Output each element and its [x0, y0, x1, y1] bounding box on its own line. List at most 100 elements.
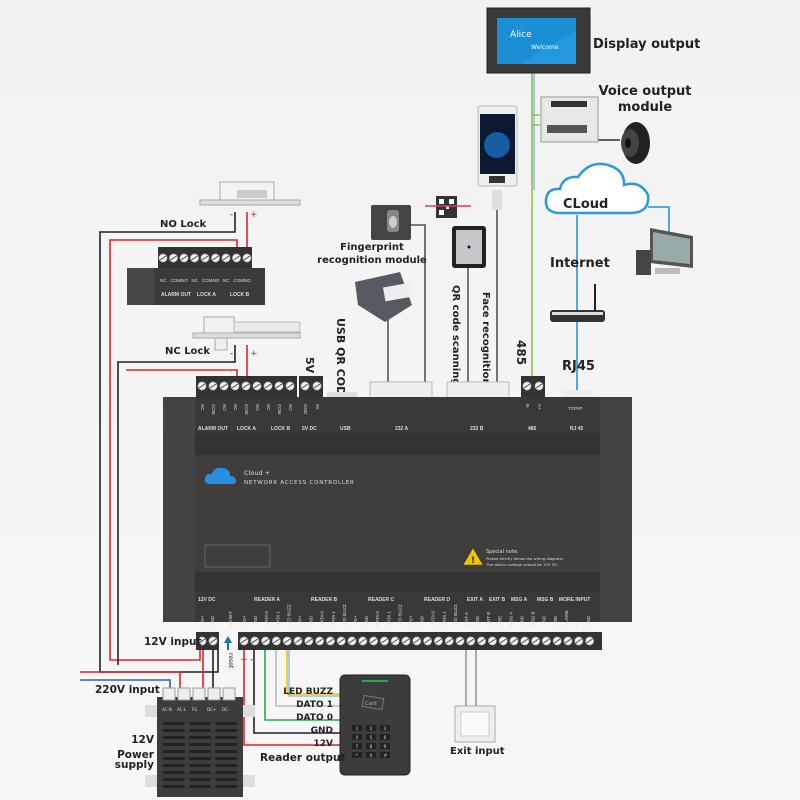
bottom-group-label: READER D [424, 597, 451, 603]
voice-label-2: module [618, 100, 672, 115]
supply-label-3: supply [115, 759, 154, 771]
no-lock-plus: + [250, 210, 258, 220]
top-pin-label: COM [211, 404, 216, 415]
rs485-wire [531, 72, 540, 378]
screw-slot-icon [535, 383, 543, 389]
bottom-pin-label: 12V+ [200, 615, 205, 626]
relay-pin-label: COM [234, 278, 245, 283]
keypad-key-label: 5 [370, 735, 373, 741]
psu-terminal[interactable] [207, 687, 221, 701]
top-pin-label: A+ [537, 404, 542, 410]
psu-terminal-label: FG [192, 707, 197, 712]
screw-slot-icon [275, 383, 283, 389]
relay-pin-label: NC [223, 278, 230, 283]
psu-terminal[interactable] [192, 687, 206, 701]
screw-slot-icon [264, 383, 272, 389]
bottom-pin-label: RESET [228, 611, 233, 626]
top-pin-label: GND [303, 404, 308, 415]
screw-slot-icon [180, 255, 188, 261]
screw-slot-icon [222, 255, 230, 261]
keypad-key [352, 734, 362, 740]
screw-slot-icon [510, 638, 518, 644]
psu-vent [215, 729, 237, 732]
screw-slot-icon [170, 255, 177, 261]
computer-monitor-icon [636, 228, 693, 275]
screw-slot-icon [359, 638, 367, 644]
reader-plus: + [240, 655, 248, 665]
screw-slot-icon [424, 638, 431, 644]
bottom-pin-label: GND [253, 615, 258, 626]
screw-slot-icon [348, 638, 356, 644]
bottom-pin-label: LED BUZZ [453, 604, 458, 626]
top-pin-label: COM [244, 404, 249, 415]
reader-led-wire-yellow [286, 650, 340, 695]
screw-slot-icon [209, 638, 217, 644]
top-group-label: 5V DC [302, 426, 317, 432]
bottom-pin-label: GND [309, 615, 314, 626]
screw-slot-icon [212, 255, 219, 261]
screw-slot-icon [337, 638, 345, 644]
db9-232b-connector[interactable] [446, 381, 510, 399]
keypad-key-label: 7 [356, 744, 359, 750]
bottom-pin-label: ALARM [564, 610, 569, 626]
note-title: Special note: [486, 549, 519, 555]
top-pin-label: B- [525, 404, 530, 409]
bottom-group-label: EXIT B [489, 597, 506, 603]
supply-label-1: 12V [131, 734, 155, 746]
keypad-key-label: 6 [384, 735, 387, 741]
bottom-group-label: MORE INPUT [559, 597, 590, 603]
bottom-pin-label: DATA 0 [320, 611, 325, 626]
supply-label-2: Power [117, 749, 155, 761]
screw-slot-icon [586, 638, 593, 644]
bottom-group-label: 12V DC [198, 597, 216, 603]
bottom-pin-label: 12V+ [353, 615, 358, 626]
bottom-pin-label: GND [364, 615, 369, 626]
screw-slot-icon [301, 383, 309, 389]
fingerprint-wire [410, 224, 426, 383]
screw-slot-icon [233, 255, 240, 261]
fingerprint-label-1: Fingerprint [340, 242, 404, 253]
psu-vent [189, 750, 211, 753]
bottom-pin-label: LED BUZZ [342, 604, 347, 626]
usb-port[interactable] [327, 392, 357, 398]
psu-terminal[interactable] [162, 687, 176, 701]
psu-vent [163, 736, 185, 739]
screw-slot-icon [413, 638, 421, 644]
bottom-pin-label: DATA 0 [375, 611, 380, 626]
top-group-label: 232 B [470, 426, 484, 432]
psu-vent [189, 743, 211, 746]
rj45-port[interactable] [563, 390, 593, 398]
psu-terminal[interactable] [177, 687, 191, 701]
reset-label: reset [227, 653, 234, 669]
top-group-label: LOCK A [237, 426, 256, 432]
screw-slot-icon [564, 638, 572, 644]
psu-vent [215, 757, 237, 760]
psu-vent [189, 722, 211, 725]
nc-lock-label: NC Lock [165, 346, 210, 357]
qr-scanner-device [452, 226, 486, 268]
top-pin-label: NO [255, 404, 260, 411]
fingerprint-module [371, 205, 411, 240]
psu-vent [215, 764, 237, 767]
bottom-pin-label: GND [475, 615, 480, 626]
top-group-label: LOCK B [271, 426, 291, 432]
screw-slot-icon [327, 638, 334, 644]
keypad-key-label: 4 [356, 735, 359, 741]
bottom-pin-label: GND [210, 615, 215, 626]
screw-slot-icon [242, 383, 250, 389]
psu-vent [163, 757, 185, 760]
psu-vent [215, 771, 237, 774]
top-pin-label: NC [233, 404, 238, 411]
relay-pin-label: COM [171, 278, 182, 283]
reset-arrow-icon [224, 636, 232, 650]
db9-232a-connector[interactable] [369, 381, 433, 399]
relay-pin-label: NO [181, 278, 188, 283]
voice-module [540, 96, 599, 143]
card-reader-device [355, 272, 414, 322]
bottom-pin-label: LED BUZZ [286, 604, 291, 626]
psu-vent [215, 736, 237, 739]
psu-terminal[interactable] [222, 687, 236, 701]
psu-vent [189, 729, 211, 732]
voice-label-1: Voice output [599, 84, 692, 99]
screw-slot-icon [273, 638, 280, 644]
